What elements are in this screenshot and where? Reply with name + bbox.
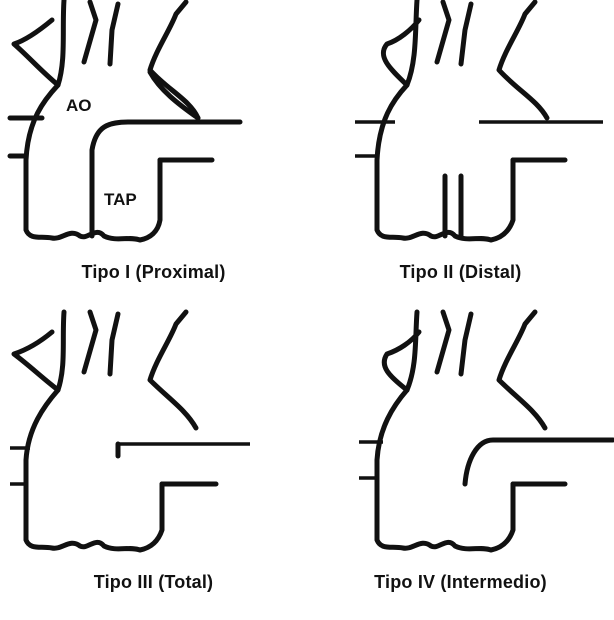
panel-tipo-1: AO TAP Tipo I (Proximal) xyxy=(0,0,307,310)
panel-tipo-3: Tipo III (Total) xyxy=(0,310,307,620)
caption-tipo-1: Tipo I (Proximal) xyxy=(0,262,307,283)
panel-tipo-2: Tipo II (Distal) xyxy=(307,0,614,310)
caption-tipo-2: Tipo II (Distal) xyxy=(307,262,614,283)
label-tap: TAP xyxy=(104,190,137,210)
caption-tipo-3: Tipo III (Total) xyxy=(0,572,307,593)
panel-tipo-4: Tipo IV (Intermedio) xyxy=(307,310,614,620)
label-ao: AO xyxy=(66,96,92,116)
caption-tipo-4: Tipo IV (Intermedio) xyxy=(307,572,614,593)
